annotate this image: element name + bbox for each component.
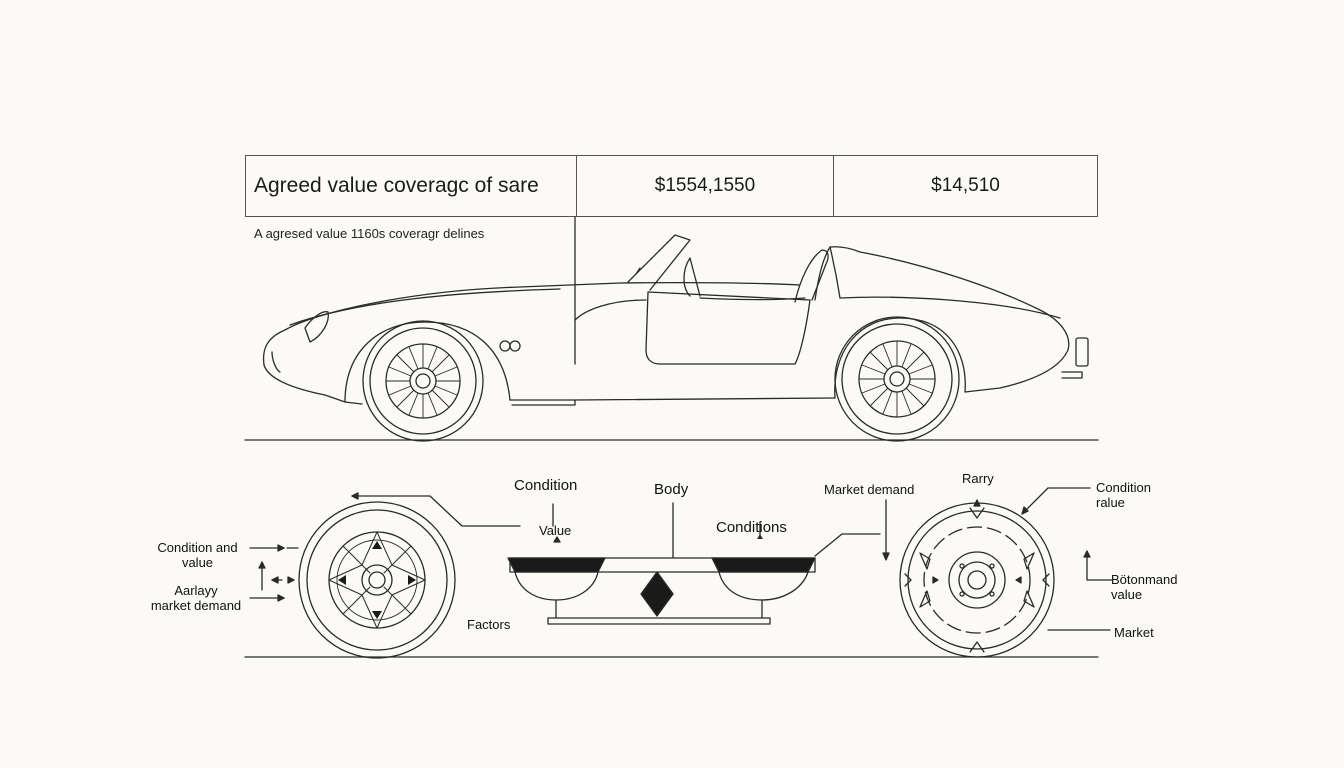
label-market-demand: Market demand xyxy=(824,482,915,497)
label-aarlayy-market-demand: Aarlayy market demand xyxy=(150,583,242,613)
left-wheel-arrows xyxy=(338,541,416,619)
right-label-arrows xyxy=(1021,487,1113,631)
header-title: Agreed value coveragc of sare xyxy=(254,174,539,197)
label-rarry: Rarry xyxy=(962,471,994,486)
header-value-2: $14,510 xyxy=(833,156,1097,216)
header-value-1: $1554,1550 xyxy=(576,156,833,216)
label-body: Body xyxy=(654,481,689,498)
label-condition-value-right: Condition ralue xyxy=(1096,480,1151,510)
left-wheel-diagram xyxy=(298,501,456,659)
label-bostonmand-value: Bötonmand value xyxy=(1111,572,1178,602)
balance-scale xyxy=(507,502,881,625)
car-front-wheel xyxy=(362,320,484,442)
label-factors: Factors xyxy=(467,617,511,632)
car-illustration xyxy=(262,234,1089,406)
right-wheel-diagram xyxy=(899,499,1055,658)
car-rear-wheel xyxy=(834,316,960,442)
header-table: Agreed value coveragc of sare $1554,1550… xyxy=(245,155,1098,217)
subtitle: A agresed value 1160s coveragr delines xyxy=(254,226,485,241)
label-condition: Condition xyxy=(514,477,578,494)
label-conditions: Conditions xyxy=(716,519,787,536)
label-market: Market xyxy=(1114,625,1154,640)
left-connector-line xyxy=(351,492,521,527)
market-demand-arrow xyxy=(882,499,890,561)
label-condition-and-value: Condition and value xyxy=(157,540,238,570)
label-value: Value xyxy=(539,523,572,538)
left-label-arrows xyxy=(249,544,299,602)
